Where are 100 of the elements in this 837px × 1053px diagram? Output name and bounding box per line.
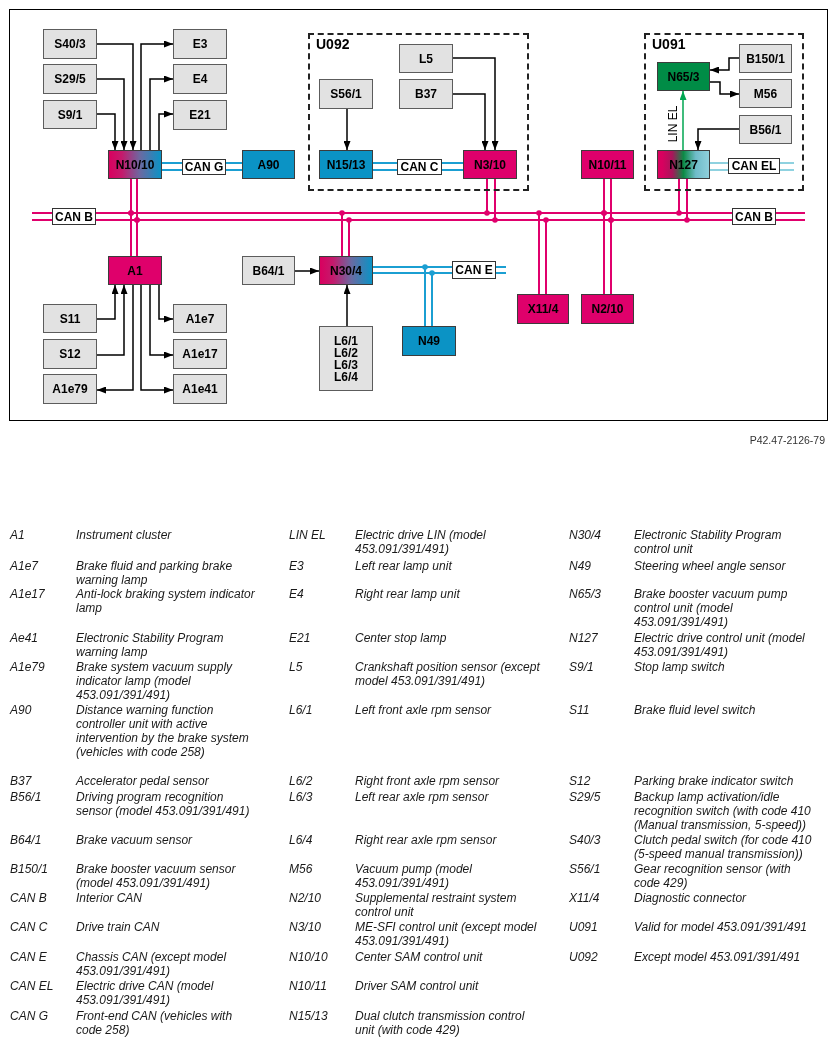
component-code: CAN C: [10, 920, 49, 934]
edge-label: LIN EL: [666, 105, 680, 143]
component-code: S29/5: [569, 790, 602, 804]
component-description: Crankshaft position sensor (except model 453.091/391/491): [355, 660, 540, 688]
arrow: [96, 284, 128, 356]
bus-connection: [225, 162, 243, 171]
component-code: L6/3: [289, 790, 314, 804]
arrow: [158, 284, 174, 323]
component-description: Electric drive control unit (model 453.091/391/491): [634, 631, 806, 659]
component-box: M56: [739, 79, 792, 108]
component-description: ME-SFI control unit (except model 453.091/391/491): [355, 920, 538, 948]
component-box: S12: [43, 339, 97, 369]
component-description: Brake fluid level switch: [634, 703, 757, 717]
arrow: [709, 57, 740, 74]
component-description: Parking brake indicator switch: [634, 774, 795, 788]
bus-label: CAN G: [182, 159, 226, 175]
component-description: Left front axle rpm sensor: [355, 703, 493, 717]
component-code: U092: [569, 950, 599, 964]
component-code: B150/1: [10, 862, 50, 876]
component-code: B56/1: [10, 790, 43, 804]
component-box: A1e7: [173, 304, 227, 333]
component-description: Driving program recognition sensor (model 453.091/391/491): [76, 790, 251, 818]
dashed-boundary: [644, 33, 804, 191]
arrow: [96, 284, 119, 320]
bus-label: CAN E: [452, 261, 496, 279]
control-unit-box: N65/3: [657, 62, 710, 91]
component-box: E21: [173, 100, 227, 130]
component-code: CAN G: [10, 1009, 49, 1023]
component-code: LIN EL: [289, 528, 327, 542]
arrow: [343, 284, 351, 327]
component-box: B150/1: [739, 44, 792, 73]
control-unit-box: N3/10: [463, 150, 517, 179]
component-description: Brake system vacuum supply indicator lamp (model 453.091/391/491): [76, 660, 234, 702]
component-box: S40/3: [43, 29, 97, 59]
component-description: Except model 453.091/391/491: [634, 950, 802, 964]
component-code: N127: [569, 631, 599, 645]
component-code: CAN B: [10, 891, 48, 905]
component-description: Valid for model 453.091/391/491: [634, 920, 808, 934]
component-box: E4: [173, 64, 227, 94]
component-code: Ae41: [10, 631, 40, 645]
control-unit-box: N30/4: [319, 256, 373, 285]
arrow: [294, 267, 320, 275]
component-box: A1e41: [173, 374, 227, 404]
component-code: A90: [10, 703, 33, 717]
control-unit-box: A1: [108, 256, 162, 285]
component-code: N3/10: [289, 920, 323, 934]
component-code: B37: [10, 774, 33, 788]
component-code: S56/1: [569, 862, 602, 876]
bus-connection: [441, 162, 464, 171]
arrow: [96, 78, 128, 151]
bus-label: CAN B: [52, 208, 96, 225]
component-box: S56/1: [319, 79, 373, 109]
component-description: Backup lamp activation/idle recognition switch (with code 410 (Manual transmission, 5-speed)): [634, 790, 812, 832]
component-code: N10/11: [289, 979, 328, 993]
component-box: S29/5: [43, 64, 97, 94]
component-code: L6/4: [289, 833, 314, 847]
component-code: L6/1: [289, 703, 314, 717]
control-unit-box: N49: [402, 326, 456, 356]
bus-label: CAN C: [397, 159, 442, 175]
component-description: Center stop lamp: [355, 631, 448, 645]
can-bus: [395, 261, 506, 279]
can-bus: [32, 208, 805, 225]
component-box: A1e17: [173, 339, 227, 369]
component-description: Stop lamp switch: [634, 660, 726, 674]
component-description: Brake booster vacuum sensor (model 453.091/391/491): [76, 862, 237, 890]
component-code: CAN EL: [10, 979, 55, 993]
arrow: [694, 128, 740, 151]
component-code: L5: [289, 660, 304, 674]
component-code: A1: [10, 528, 26, 542]
arrow: [709, 81, 740, 98]
arrow: [96, 113, 119, 151]
component-code: N65/3: [569, 587, 603, 601]
can-bus: [716, 158, 794, 174]
component-description: Left rear lamp unit: [355, 559, 453, 573]
component-box: L5: [399, 44, 453, 73]
arrow: [452, 93, 489, 151]
component-description: Interior CAN: [76, 891, 144, 905]
component-description: Electronic Stability Program control unit: [634, 528, 783, 556]
component-box: S11: [43, 304, 97, 333]
dashed-boundary: [308, 33, 529, 191]
arrow: [158, 110, 174, 151]
bus-connection: [372, 266, 396, 274]
component-description: Left rear axle rpm sensor: [355, 790, 490, 804]
component-description: Right rear axle rpm sensor: [355, 833, 498, 847]
component-description: Brake booster vacuum pump control unit (model 453.091/391/491): [634, 587, 789, 629]
component-description: Chassis CAN (except model 453.091/391/491): [76, 950, 228, 978]
arrow: [679, 90, 687, 151]
component-code: E4: [289, 587, 305, 601]
control-unit-box: N10/11: [581, 150, 634, 179]
component-code: CAN E: [10, 950, 48, 964]
bus-label: CAN EL: [728, 158, 780, 174]
arrow: [452, 57, 499, 151]
component-code: S40/3: [569, 833, 602, 847]
component-description: Gear recognition sensor (with code 429): [634, 862, 792, 890]
component-description: Distance warning function controller unit with active intervention by the brake system (vehicles with code 258): [76, 703, 250, 759]
component-description: Right front axle rpm sensor: [355, 774, 501, 788]
figure-reference-number: P42.47-2126-79: [749, 434, 825, 446]
group-title: U091: [652, 36, 686, 52]
bus-connection: [372, 162, 398, 171]
component-box: B37: [399, 79, 453, 109]
